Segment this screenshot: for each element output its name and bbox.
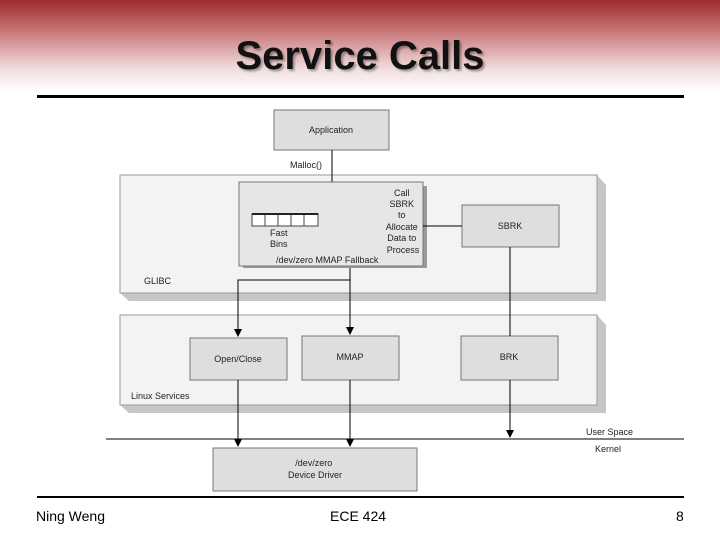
kernel-label: Kernel xyxy=(595,444,621,454)
device-driver-label: /dev/zero Device Driver xyxy=(288,458,342,480)
mmap-fallback-label: /dev/zero MMAP Fallback xyxy=(276,255,379,265)
mmap-box: MMAP xyxy=(301,335,400,381)
footer-course: ECE 424 xyxy=(330,508,387,524)
open-close-box: Open/Close xyxy=(189,337,288,381)
footer-page-number: 8 xyxy=(676,508,684,524)
sbrk-box: SBRK xyxy=(461,204,560,248)
malloc-internals-box: Fast Bins Call SBRK to Allocate Data to … xyxy=(238,181,427,268)
mmap-label: MMAP xyxy=(337,352,364,362)
device-driver-box: /dev/zero Device Driver xyxy=(212,447,418,492)
fast-bins-icon xyxy=(251,213,319,227)
footer-author: Ning Weng xyxy=(36,508,106,524)
fast-bins-label: Fast Bins xyxy=(270,228,290,249)
brk-box: BRK xyxy=(460,335,559,381)
footer-divider xyxy=(37,496,684,498)
title-divider xyxy=(37,95,684,98)
application-box: Application xyxy=(273,109,390,151)
slide-title: Service Calls xyxy=(235,34,485,78)
glibc-label: GLIBC xyxy=(144,276,172,286)
open-close-label: Open/Close xyxy=(214,354,262,364)
sbrk-label: SBRK xyxy=(498,221,523,231)
linux-services-label: Linux Services xyxy=(131,391,190,401)
call-sbrk-label: Call SBRK to Allocate Data to Process xyxy=(386,188,421,255)
user-space-label: User Space xyxy=(586,427,633,437)
application-label: Application xyxy=(309,125,353,135)
brk-label: BRK xyxy=(500,352,519,362)
slide-header-band xyxy=(0,0,720,92)
malloc-label: Malloc() xyxy=(290,160,322,170)
